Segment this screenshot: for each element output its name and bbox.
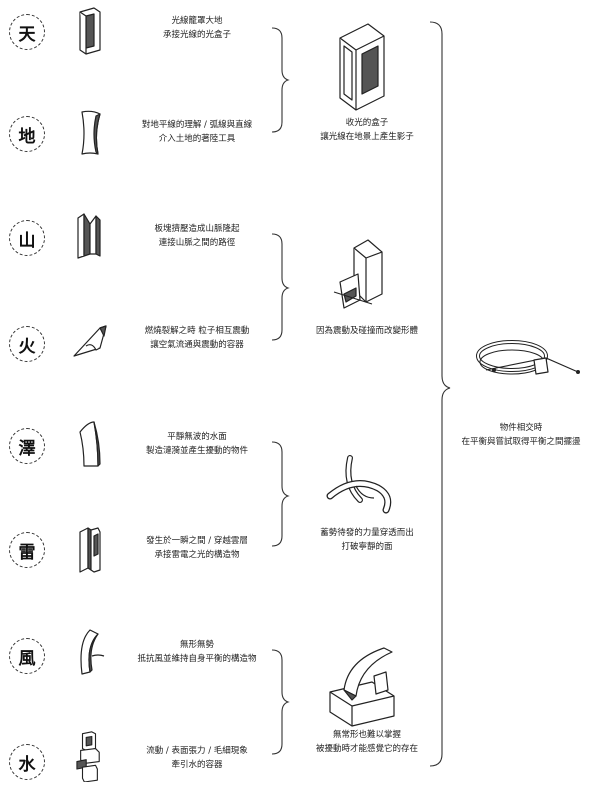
crossing-arcs-icon [326, 455, 392, 514]
element-char: 水 [9, 744, 45, 780]
pair-description-4: 無常形也難以掌握被擾動時才能感覺它的存在 [315, 730, 418, 754]
element-char: 地 [9, 116, 45, 152]
pair-description-3: 蓄勢待發的力量穿透而出打破寧靜的面 [320, 528, 414, 552]
twisted-vessel-icon [79, 421, 101, 467]
element-row-lei: 雷 發生於一瞬之間 / 穿越雲層承接雷電之光的構造物 [0, 520, 290, 580]
balance-ring-icon [476, 340, 580, 375]
element-char: 澤 [9, 428, 45, 464]
tall-open-box-icon [79, 7, 101, 55]
element-char: 風 [9, 638, 45, 674]
element-char: 火 [9, 326, 45, 362]
pair-description-2: 因為震動及碰撞而改變形體 [315, 326, 418, 336]
stacked-tower-icon [76, 731, 100, 782]
element-char: 天 [9, 14, 45, 50]
element-description: 平靜無波的水面製造漣漪並產生擾動的物件 [145, 432, 248, 456]
element-row-shan: 山 板塊擠壓造成山脈隆起連接山脈之間的路徑 [0, 208, 290, 268]
element-description: 無形無勢抵抗風並維持自身平衡的構造物 [137, 640, 257, 664]
folded-ridges-icon [77, 213, 101, 259]
curved-shield-icon [80, 629, 105, 675]
deformed-block-icon [333, 239, 383, 309]
element-description: 光線籠罩大地承接光線的光盒子 [162, 16, 231, 40]
element-description: 板塊擠壓造成山脈隆起連接山脈之間的路徑 [154, 224, 240, 248]
element-row-tian: 天 光線籠罩大地承接光線的光盒子 [0, 2, 290, 62]
split-panels-icon [79, 527, 101, 573]
element-char: 山 [9, 220, 45, 256]
element-row-ze: 澤 平靜無波的水面製造漣漪並產生擾動的物件 [0, 414, 290, 474]
element-description: 發生於一瞬之間 / 穿越雲層承接雷電之光的構造物 [146, 536, 248, 560]
element-description: 流動 / 表面張力 / 毛細現象牽引水的容器 [146, 746, 248, 770]
cracked-wedge-icon [73, 325, 107, 357]
element-row-feng: 風 無形無勢抵抗風並維持自身平衡的構造物 [0, 624, 290, 684]
element-description: 燃燒裂解之時 粒子相互震動讓空氣流通與震動的容器 [144, 326, 250, 350]
curved-vessel-icon [329, 647, 395, 727]
light-box-icon [339, 23, 385, 111]
pair-description-1: 收光的盒子讓光線在地景上產生影子 [320, 118, 414, 142]
final-description: 物件相交時在平衡與嘗試取得平衡之間擺盪 [461, 423, 581, 447]
curved-plate-icon [81, 110, 101, 155]
element-row-shui: 水 流動 / 表面張力 / 毛細現象牽引水的容器 [0, 728, 290, 788]
element-row-huo: 火 燃燒裂解之時 粒子相互震動讓空氣流通與震動的容器 [0, 312, 290, 372]
element-row-di: 地 對地平線的理解 / 弧線與直線介入土地的著陸工具 [0, 104, 290, 164]
element-char: 雷 [9, 532, 45, 568]
element-description: 對地平線的理解 / 弧線與直線介入土地的著陸工具 [141, 120, 253, 144]
